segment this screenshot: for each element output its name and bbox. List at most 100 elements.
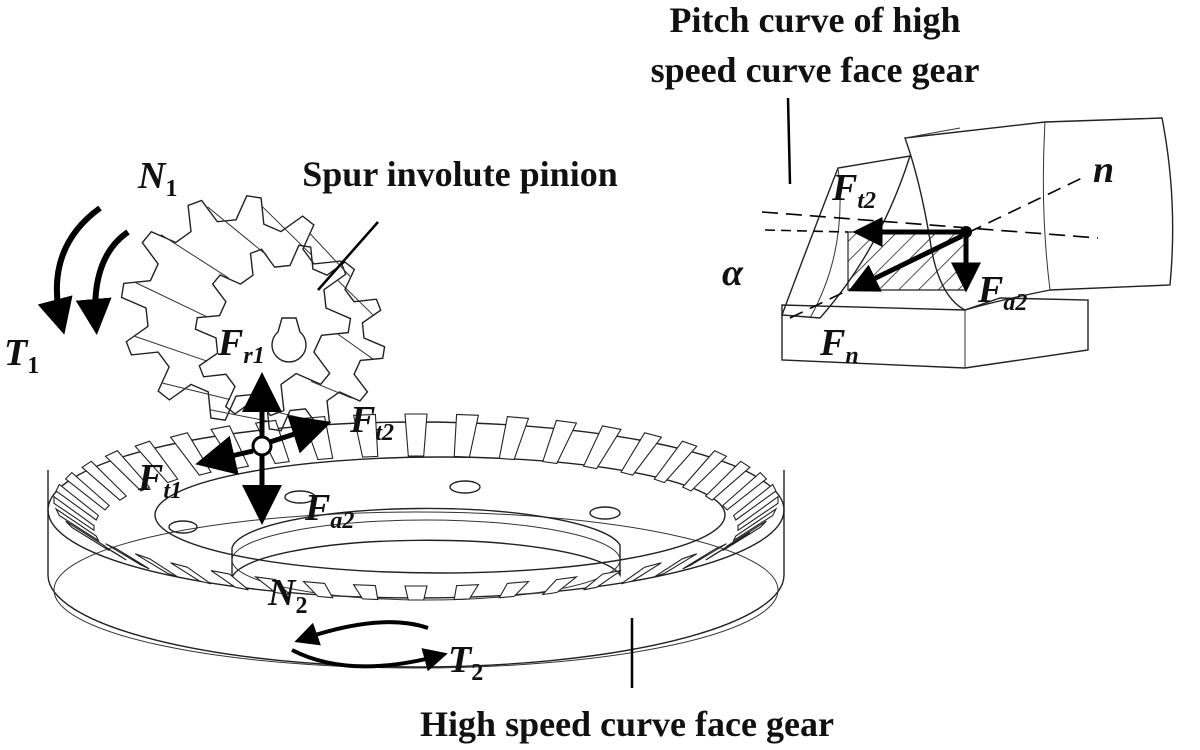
face-gear-tooth bbox=[453, 413, 480, 458]
pinion-tooth-flank bbox=[207, 206, 268, 256]
face-gear-tooth bbox=[64, 471, 110, 511]
face-gear-body bbox=[47, 470, 785, 668]
rotation-n1-arrow bbox=[75, 229, 130, 335]
face-gear-tooth bbox=[169, 432, 212, 476]
face-gear-tooth bbox=[498, 580, 530, 599]
spur-pinion bbox=[120, 195, 386, 432]
face-gear-tooth bbox=[453, 584, 480, 601]
rotation-t2-arrow bbox=[291, 648, 448, 672]
pinion-tooth-flank bbox=[162, 382, 231, 400]
face-gear-tooth bbox=[404, 413, 428, 457]
face-gear-label: High speed curve face gear bbox=[420, 704, 834, 744]
symbol-ft1: Ft1 bbox=[137, 457, 182, 504]
face-gear-tooth bbox=[542, 419, 578, 465]
face-gear-teeth bbox=[53, 413, 779, 601]
inset-symbol-fn: Fn bbox=[819, 322, 859, 369]
pinion-tooth-flank bbox=[134, 281, 207, 318]
face-gear-tooth bbox=[704, 460, 751, 501]
face-gear-tooth bbox=[620, 432, 663, 476]
bolt-hole bbox=[284, 490, 316, 504]
bolt-hole bbox=[589, 506, 621, 520]
symbol-fa2: Fa2 bbox=[304, 487, 354, 534]
face-gear-bore-edge bbox=[231, 519, 621, 601]
pinion-front-face bbox=[194, 244, 386, 432]
face-gear-tooth bbox=[737, 495, 779, 532]
face-gear-tooth bbox=[54, 507, 100, 543]
face-gear-tooth bbox=[55, 483, 100, 521]
face-gear-tooth bbox=[302, 580, 334, 599]
face-gear-tooth bbox=[653, 440, 698, 484]
rotation-arrows bbox=[37, 205, 448, 672]
inset-pitch-leader bbox=[786, 97, 792, 185]
force-ft1-arrow bbox=[195, 435, 254, 475]
force-origin-point bbox=[251, 435, 273, 457]
inset-fn-arrow bbox=[848, 233, 964, 292]
tooth-contact-inset bbox=[761, 97, 1174, 369]
pitch-curve-label-line1: Pitch curve of high bbox=[670, 0, 961, 40]
inset-tooth-flank bbox=[809, 167, 841, 319]
face-gear-tooth bbox=[253, 576, 291, 596]
bolt-hole bbox=[449, 480, 481, 494]
face-gear-tooth bbox=[134, 440, 179, 484]
symbol-ft2: Ft2 bbox=[349, 399, 394, 446]
face-gear-tooth bbox=[81, 460, 128, 501]
face-gear-tooth bbox=[582, 425, 622, 470]
face-gear-tooth bbox=[732, 507, 778, 543]
face-gear-tooth bbox=[352, 413, 379, 458]
face-gear-tooth bbox=[105, 543, 150, 570]
force-ft2-arrow bbox=[269, 415, 332, 454]
pinion-tooth-flank bbox=[337, 333, 374, 360]
face-gear-tooth bbox=[404, 585, 428, 601]
pinion-tooth-flank bbox=[261, 205, 312, 256]
face-gear-tooth bbox=[65, 520, 110, 551]
face-gear-tooth bbox=[53, 495, 95, 532]
pinion-tooth-flank bbox=[134, 335, 208, 362]
inset-pitch-line bbox=[761, 211, 1099, 239]
inset-contact-point bbox=[960, 226, 972, 238]
pinion-keyway bbox=[271, 317, 307, 363]
pinion-label: Spur involute pinion bbox=[302, 154, 617, 194]
inset-pitch-line-lower bbox=[764, 229, 849, 233]
face-gear-tooth bbox=[498, 416, 530, 461]
face-gear-tooth bbox=[722, 471, 768, 511]
face-gear-bottom-rim bbox=[53, 511, 779, 669]
face-gear-inner-ring bbox=[154, 456, 726, 574]
symbol-n2: N2 bbox=[267, 572, 307, 619]
pinion-tooth-flank bbox=[336, 279, 374, 316]
face-gear-tooth bbox=[134, 553, 178, 578]
inset-pinion-edge bbox=[904, 127, 961, 139]
bolt-hole bbox=[168, 520, 198, 534]
pinion-tooth-flank bbox=[310, 380, 352, 399]
face-gear-tooth bbox=[541, 576, 579, 596]
rotation-n2-arrow bbox=[294, 620, 429, 646]
force-vectors bbox=[195, 372, 332, 525]
face-gear-tooth bbox=[352, 584, 379, 601]
face-gear-tooth bbox=[104, 450, 151, 492]
pinion-leader-line bbox=[317, 221, 379, 291]
face-gear-bore bbox=[231, 507, 621, 579]
face-gear-tooth bbox=[681, 450, 728, 492]
symbol-n1: N1 bbox=[137, 155, 177, 202]
rotation-t1-arrow bbox=[37, 205, 102, 335]
face-gear-tooth bbox=[682, 543, 727, 570]
inset-pinion-edge bbox=[1042, 121, 1051, 291]
pitch-curve-label-line2: speed curve face gear bbox=[651, 50, 980, 90]
pinion-tooth-flanks bbox=[134, 205, 374, 422]
inset-symbol-fa2: Fa2 bbox=[977, 269, 1027, 316]
face-gear-tooth bbox=[170, 562, 212, 585]
inset-symbol-n: n bbox=[1093, 149, 1114, 191]
symbol-fr1: Fr1 bbox=[217, 322, 265, 369]
face-gear bbox=[47, 413, 785, 688]
pinion-tooth-flank bbox=[309, 232, 351, 277]
inset-symbol-ft2: Ft2 bbox=[831, 167, 876, 214]
face-gear-tooth bbox=[620, 562, 662, 585]
symbol-t1: T1 bbox=[4, 332, 39, 379]
face-gear-tooth bbox=[705, 532, 751, 561]
face-gear-tooth bbox=[732, 483, 777, 521]
symbol-t2: T2 bbox=[448, 639, 483, 686]
face-gear-tooth bbox=[654, 553, 698, 578]
pinion-tooth-flank bbox=[209, 409, 269, 422]
bolt-holes bbox=[168, 480, 621, 534]
